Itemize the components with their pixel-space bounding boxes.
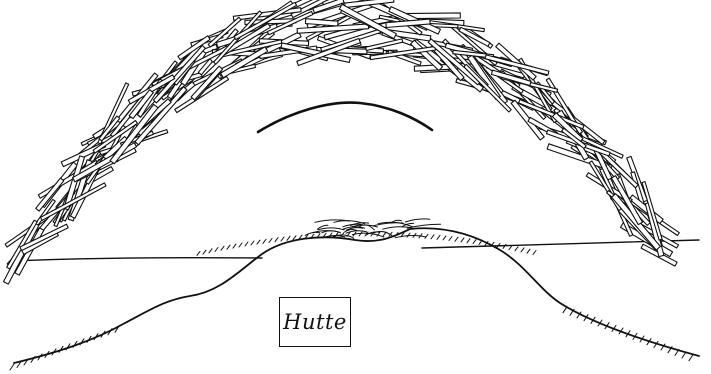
hatch-stroke (682, 352, 686, 358)
hatch-stroke (227, 245, 230, 249)
hatch-stroke (563, 307, 567, 313)
horizon-line (12, 240, 699, 261)
stick (4, 223, 39, 284)
hatch-stroke (209, 249, 212, 253)
hatch-stroke (437, 235, 440, 239)
hatch-stroke (287, 236, 290, 240)
hatch-stroke (359, 232, 362, 236)
hatch-stroke (467, 239, 470, 243)
hatch-stroke (215, 248, 218, 252)
hatch-stroke (221, 246, 224, 250)
hut-label-box: Hutte (279, 297, 351, 347)
hatch-stroke (533, 251, 536, 255)
hatch-stroke (10, 364, 14, 370)
nest-stroke (318, 228, 345, 230)
hatch-stroke (449, 237, 452, 241)
hatch-stroke (251, 241, 254, 245)
hatch-stroke (245, 242, 248, 246)
hut-label: Hutte (283, 310, 347, 334)
hatch-stroke (689, 355, 693, 361)
nest-stroke (373, 223, 403, 226)
hatch-stroke (239, 243, 242, 247)
hatch-stroke (473, 240, 476, 244)
hatch-stroke (197, 251, 200, 255)
stick-arch (4, 0, 680, 284)
hatch-stroke (383, 232, 386, 236)
hatch-stroke (461, 238, 464, 242)
hatch-stroke (431, 235, 434, 239)
hatch-stroke (275, 238, 278, 242)
hatch-stroke (479, 240, 482, 244)
hatch-stroke (527, 249, 530, 253)
nest-stroke (405, 219, 430, 222)
mound-outline (14, 228, 699, 363)
hatch-stroke (509, 246, 512, 250)
hatch-stroke (263, 239, 266, 243)
ground-hatching (10, 232, 693, 370)
hatch-stroke (455, 237, 458, 241)
hatch-stroke (443, 236, 446, 240)
nest-stroke (395, 235, 425, 237)
stick (366, 39, 403, 51)
hatch-stroke (515, 247, 518, 251)
hatch-stroke (293, 236, 296, 240)
hatch-stroke (521, 248, 524, 252)
arch-inner-edge (258, 103, 432, 132)
hatch-stroke (281, 237, 284, 241)
hatch-stroke (257, 240, 260, 244)
hatch-stroke (269, 239, 272, 243)
hatch-stroke (233, 244, 236, 248)
hatch-stroke (203, 250, 206, 254)
nest-stroke (383, 227, 411, 230)
